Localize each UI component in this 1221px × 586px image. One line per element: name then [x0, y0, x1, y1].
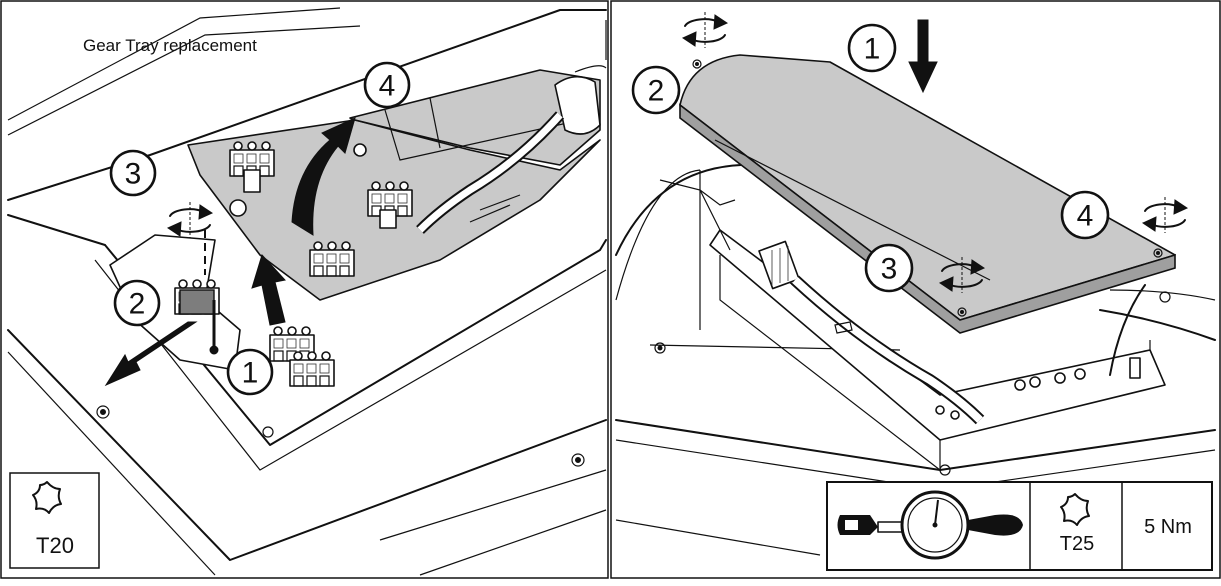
right-callout-3: 3	[864, 243, 914, 293]
cover-plate	[679, 54, 1176, 334]
left-callout-3: 3	[109, 149, 157, 197]
tool-table: T25 5 Nm	[826, 481, 1213, 571]
svg-text:3: 3	[125, 158, 142, 191]
svg-text:2: 2	[648, 75, 665, 108]
gear-tray	[187, 65, 607, 301]
svg-text:4: 4	[1077, 200, 1094, 233]
down-arrow	[908, 19, 938, 94]
svg-text:3: 3	[881, 253, 898, 286]
svg-text:4: 4	[379, 70, 396, 103]
right-callout-1: 1	[847, 23, 897, 73]
svg-text:2: 2	[129, 288, 146, 321]
torque-value: 5 Nm	[1144, 516, 1192, 538]
left-tool-box: T20	[9, 472, 100, 569]
svg-text:1: 1	[242, 357, 259, 390]
left-arrows	[104, 117, 356, 387]
right-callout-2: 2	[631, 65, 681, 115]
tool-size-label: T25	[1060, 533, 1094, 555]
right-callout-4: 4	[1060, 190, 1110, 240]
tool-size-label: T20	[36, 533, 74, 558]
left-callout-1: 1	[226, 348, 274, 396]
left-callout-2: 2	[113, 279, 161, 327]
right-panel: 1 2 3 4	[610, 0, 1221, 579]
lower-bracket	[109, 230, 335, 387]
left-title: Gear Tray replacement	[83, 36, 257, 55]
torque-wrench-icon	[837, 490, 1023, 560]
left-panel: 1 2 3 4 Gear Tray replacement T20	[0, 0, 609, 579]
svg-text:1: 1	[864, 33, 881, 66]
left-callout-4: 4	[363, 61, 411, 109]
